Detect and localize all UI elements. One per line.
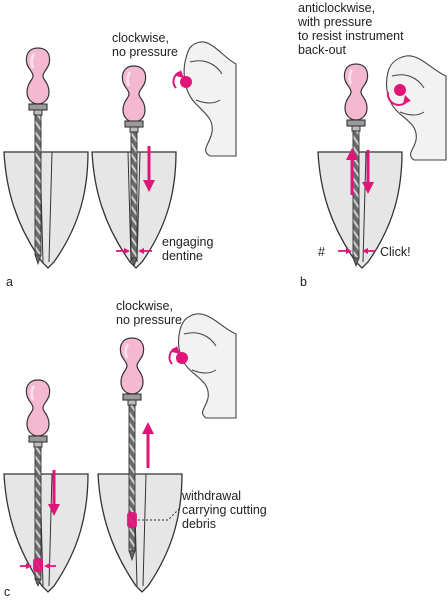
panel-label-c: c <box>4 585 10 599</box>
a-motion-line2: no pressure <box>112 45 178 59</box>
instrument-a2 <box>121 64 147 268</box>
engage-arrows-c <box>20 563 56 569</box>
a-engage-line1: engaging <box>162 235 213 249</box>
panel-label-b: b <box>300 275 307 289</box>
fingers-icon-b <box>385 55 447 161</box>
c-motion-line1: clockwise, <box>116 299 173 313</box>
c-withdraw-line3: debris <box>182 517 216 531</box>
up-arrow-c <box>142 422 154 468</box>
b-motion-line3: to resist instrument <box>298 29 404 43</box>
b-motion-line1: anticlockwise, <box>298 1 375 15</box>
click-arrows-b <box>338 248 376 254</box>
down-arrow-a <box>143 146 155 192</box>
c-motion-line2: no pressure <box>116 313 182 327</box>
root-c1 <box>3 473 89 593</box>
instrument-c1 <box>25 378 51 588</box>
a-motion-line1: clockwise, <box>112 31 169 45</box>
root-a1 <box>3 151 89 269</box>
fingers-icon-a <box>172 41 237 157</box>
up-down-arrows-b <box>346 148 374 195</box>
engage-arrows-a <box>116 248 152 254</box>
panel-label-a: a <box>6 275 13 289</box>
b-motion-line4: back-out <box>298 43 346 57</box>
b-click: Click! <box>380 245 411 259</box>
c-withdraw-line1: withdrawal <box>181 489 241 503</box>
b-motion-line2: with pressure <box>297 15 372 29</box>
down-arrow-c <box>48 470 60 516</box>
instrument-a1 <box>25 46 51 266</box>
root-c2 <box>97 473 183 593</box>
c-withdraw-line2: carrying cutting <box>182 503 267 517</box>
debris-leader-line <box>138 507 181 521</box>
a-engage-line2: dentine <box>162 249 203 263</box>
instrument-c2 <box>119 336 145 562</box>
b-hash: # <box>318 245 325 259</box>
fingers-icon-c <box>168 313 237 419</box>
